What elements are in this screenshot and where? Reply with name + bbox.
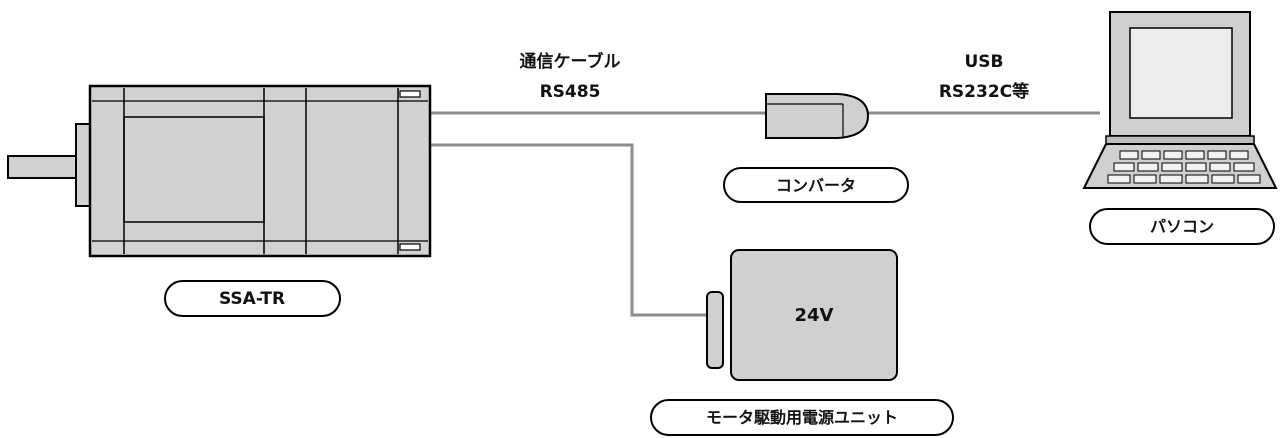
pc-cable-label-line1: USB	[964, 52, 1003, 72]
power-supply-icon	[706, 249, 898, 381]
motor-body	[88, 84, 432, 258]
converter-body	[765, 93, 870, 139]
laptop-icon	[1082, 11, 1278, 189]
power-supply-body	[730, 249, 898, 381]
motor-label: SSA-TR	[219, 289, 285, 309]
comm-cable-label-line1: 通信ケーブル	[520, 51, 621, 72]
pc-name-tag: パソコン	[1089, 208, 1275, 245]
power-supply-name-tag: モータ駆動用電源ユニット	[650, 399, 954, 436]
cables	[430, 111, 1100, 317]
power-voltage-label: 24V	[795, 305, 834, 326]
converter-name-tag: コンバータ	[723, 167, 909, 203]
converter-icon	[765, 93, 870, 139]
pc-label: パソコン	[1150, 217, 1214, 236]
power-supply-label: モータ駆動用電源ユニット	[706, 408, 898, 427]
pc-cable-label-line2: RS232C等	[939, 81, 1029, 102]
power-cable	[430, 143, 708, 317]
motor-name-tag: SSA-TR	[164, 280, 341, 317]
converter-label: コンバータ	[776, 176, 856, 195]
stepper-motor-icon	[7, 84, 432, 258]
motor-shaft	[7, 155, 79, 179]
power-supply-side-bar	[706, 291, 724, 369]
comm-cable-label-line2: RS485	[540, 82, 601, 102]
